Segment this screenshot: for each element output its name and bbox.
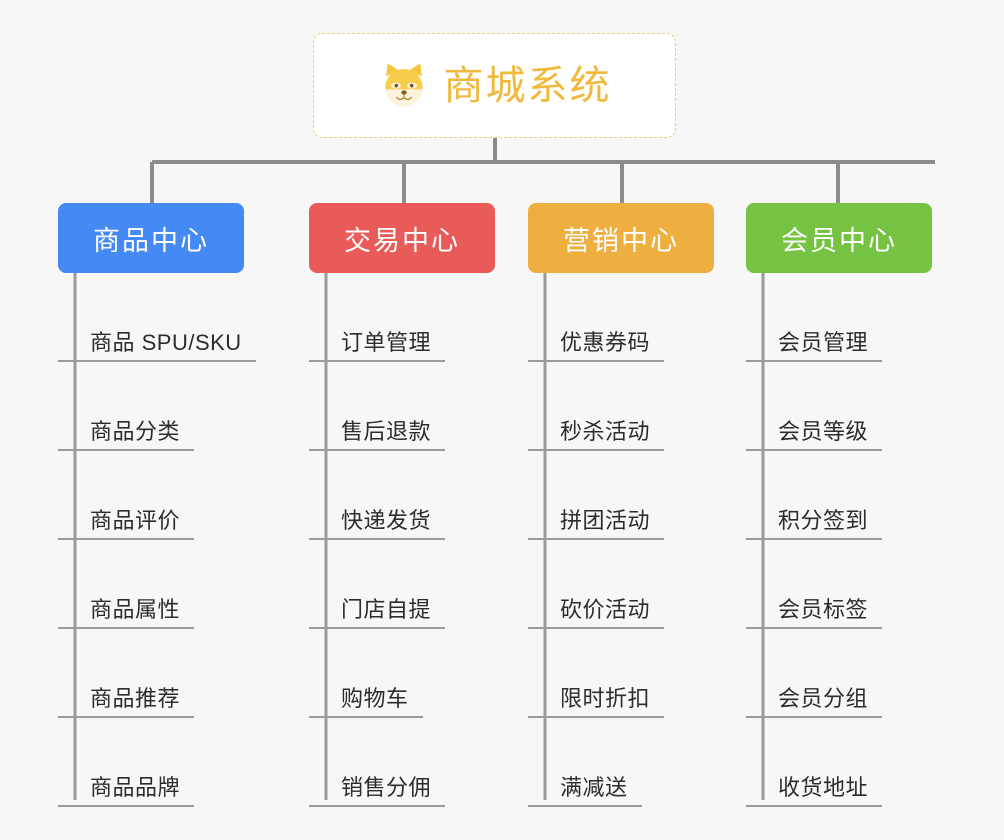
category-box-4[interactable]: 会员中心 bbox=[746, 203, 932, 273]
leaf-label: 限时折扣 bbox=[560, 685, 651, 711]
category-label-4: 会员中心 bbox=[781, 225, 897, 256]
leaf-underline: 积分签到 bbox=[746, 507, 883, 540]
leaf-label: 商品品牌 bbox=[90, 774, 181, 800]
leaf-underline: 会员分组 bbox=[746, 685, 883, 718]
leaf-label: 购物车 bbox=[341, 685, 409, 711]
leaf-underline: 会员标签 bbox=[746, 596, 883, 629]
leaf-label: 优惠券码 bbox=[560, 329, 651, 355]
root-node[interactable]: 商城系统 bbox=[313, 33, 676, 138]
leaf-label: 门店自提 bbox=[341, 596, 432, 622]
leaf-label: 商品 SPU/SKU bbox=[90, 329, 242, 355]
leaf-label: 商品分类 bbox=[90, 418, 181, 444]
leaf-label: 会员分组 bbox=[778, 685, 869, 711]
category-box-1[interactable]: 商品中心 bbox=[58, 203, 244, 273]
leaf-label: 快递发货 bbox=[341, 507, 432, 533]
leaf-label: 拼团活动 bbox=[560, 507, 651, 533]
leaf-underline: 限时折扣 bbox=[528, 685, 665, 718]
leaf-label: 会员管理 bbox=[778, 329, 869, 355]
leaf-label: 积分签到 bbox=[778, 507, 869, 533]
shiba-dog-emoji bbox=[384, 62, 423, 106]
category-label-2: 交易中心 bbox=[344, 225, 460, 256]
leaf-underline: 门店自提 bbox=[309, 596, 446, 629]
leaf-underline: 快递发货 bbox=[309, 507, 446, 540]
leaf-label: 会员等级 bbox=[778, 418, 869, 444]
leaf-underline: 收货地址 bbox=[746, 774, 883, 807]
leaf-label: 商品推荐 bbox=[90, 685, 181, 711]
leaf-label: 秒杀活动 bbox=[560, 418, 651, 444]
leaf-underline: 秒杀活动 bbox=[528, 418, 665, 451]
leaf-underline: 满减送 bbox=[528, 774, 642, 807]
leaf-underline: 商品属性 bbox=[58, 596, 195, 629]
category-box-3[interactable]: 营销中心 bbox=[528, 203, 714, 273]
leaf-label: 售后退款 bbox=[341, 418, 432, 444]
leaf-underline: 拼团活动 bbox=[528, 507, 665, 540]
category-label-1: 商品中心 bbox=[93, 225, 209, 256]
leaf-underline: 订单管理 bbox=[309, 329, 446, 362]
category-label-3: 营销中心 bbox=[563, 225, 679, 256]
leaf-label: 销售分佣 bbox=[341, 774, 432, 800]
root-title: 商城系统 bbox=[443, 63, 612, 108]
leaf-underline: 会员等级 bbox=[746, 418, 883, 451]
leaf-underline: 商品品牌 bbox=[58, 774, 195, 807]
leaf-label: 收货地址 bbox=[778, 774, 869, 800]
leaf-label: 商品评价 bbox=[90, 507, 181, 533]
leaf-underline: 商品评价 bbox=[58, 507, 195, 540]
leaf-underline: 优惠券码 bbox=[528, 329, 665, 362]
leaf-underline: 商品 SPU/SKU bbox=[58, 329, 256, 362]
leaf-underline: 商品分类 bbox=[58, 418, 195, 451]
leaf-label: 砍价活动 bbox=[560, 596, 651, 622]
leaf-label: 会员标签 bbox=[778, 596, 869, 622]
leaf-label: 满减送 bbox=[560, 774, 628, 800]
category-box-2[interactable]: 交易中心 bbox=[309, 203, 495, 273]
leaf-underline: 会员管理 bbox=[746, 329, 883, 362]
leaf-underline: 销售分佣 bbox=[309, 774, 446, 807]
leaf-underline: 购物车 bbox=[309, 685, 423, 718]
leaf-underline: 砍价活动 bbox=[528, 596, 665, 629]
leaf-underline: 商品推荐 bbox=[58, 685, 195, 718]
leaf-underline: 售后退款 bbox=[309, 418, 446, 451]
leaf-label: 商品属性 bbox=[90, 596, 181, 622]
leaf-label: 订单管理 bbox=[341, 329, 432, 355]
